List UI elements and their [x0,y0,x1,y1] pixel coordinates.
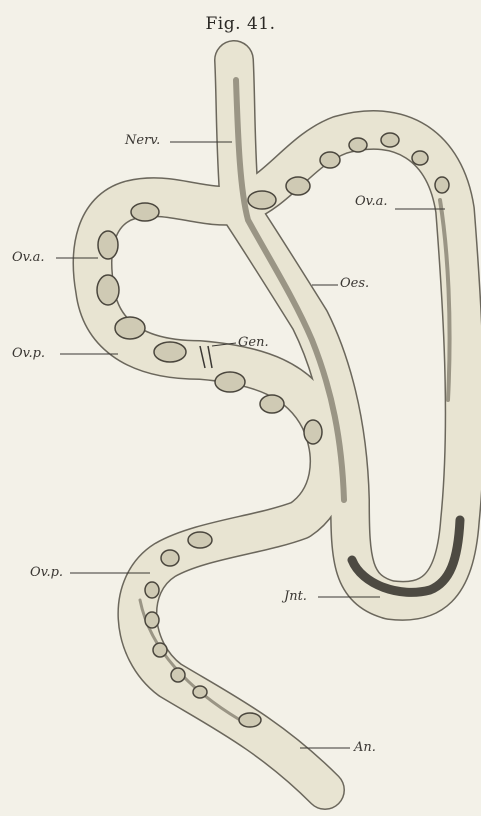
label-intestine: Jnt. [284,589,307,604]
label-anterior-ovary-left: Ov.a. [12,250,44,265]
label-nervous-ring: Nerv. [125,133,160,148]
label-posterior-ovary-lower: Ov.p. [30,565,63,580]
label-posterior-ovary-left: Ov.p. [12,346,45,361]
label-oesophagus: Oes. [340,276,369,291]
label-anus: An. [354,740,376,755]
label-genital-pore: Gen. [238,335,269,350]
label-anterior-ovary-right: Ov.a. [355,194,387,209]
